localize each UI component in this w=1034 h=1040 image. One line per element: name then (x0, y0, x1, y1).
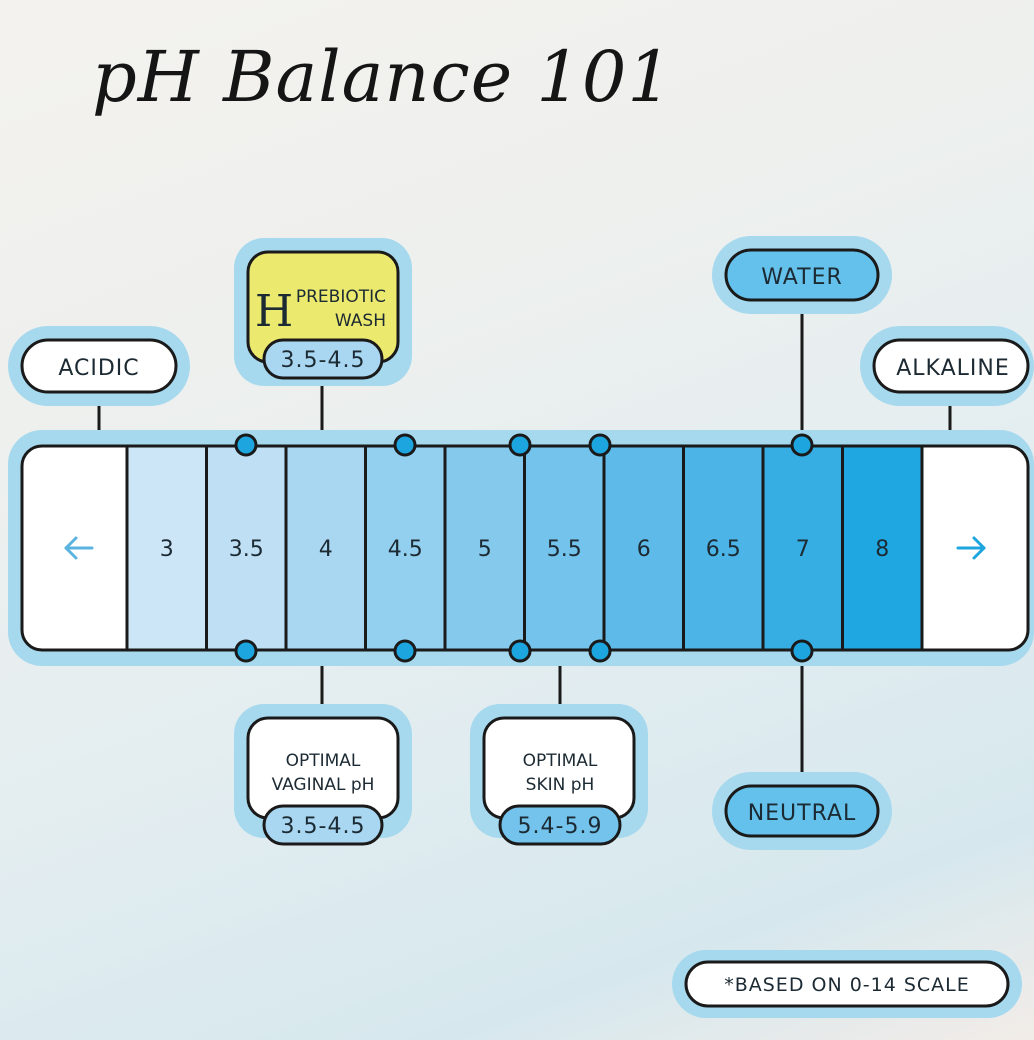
product-name-line1: PREBIOTIC (296, 287, 386, 307)
brand-logo-icon: H (255, 286, 293, 337)
marker-top-7 (790, 433, 814, 457)
acidic-label: ACIDIC (8, 326, 190, 406)
skin-range: 5.4-5.9 (518, 814, 603, 839)
scale-cell-label: 6.5 (706, 537, 741, 562)
scale-cell (443, 444, 526, 652)
marker-top-3-5 (234, 433, 258, 457)
arrow-left-icon (64, 536, 94, 560)
marker-top-5-4 (508, 433, 532, 457)
marker-top-4-5 (393, 433, 417, 457)
scale-cells: 3 3.5 4 4.5 5 5.5 6 6.5 7 8 (125, 444, 924, 652)
marker-bottom-7 (790, 639, 814, 663)
marker-top-5-9 (588, 433, 612, 457)
scale-cell (364, 444, 447, 652)
prebiotic-wash-callout: H PREBIOTIC WASH 3.5-4.5 (234, 238, 412, 386)
scale-cell (284, 444, 367, 652)
scale-cell-label: 7 (796, 537, 810, 562)
vaginal-range: 3.5-4.5 (281, 814, 366, 839)
scale-cell-label: 8 (875, 537, 889, 562)
scale-cell-label: 3.5 (229, 537, 264, 562)
product-range: 3.5-4.5 (281, 348, 366, 373)
marker-bottom-4-5 (393, 639, 417, 663)
neutral-text: NEUTRAL (748, 801, 857, 826)
scale-cell (602, 444, 685, 652)
scale-cell-label: 4 (319, 537, 333, 562)
scale-cell-label: 6 (637, 537, 651, 562)
optimal-skin-ph-callout: OPTIMAL SKIN pH 5.4-5.9 (470, 704, 648, 846)
scale-cell (682, 444, 765, 652)
optimal-vaginal-ph-callout: OPTIMAL VAGINAL pH 3.5-4.5 (234, 704, 412, 846)
alkaline-text: ALKALINE (896, 356, 1010, 381)
scale-cell (523, 444, 606, 652)
scale-cell-label: 3 (160, 537, 174, 562)
marker-bottom-5-9 (588, 639, 612, 663)
water-label: WATER (712, 236, 892, 314)
scale-cell-label: 4.5 (388, 537, 423, 562)
page-title: pH Balance 101 (92, 36, 673, 118)
range-markers (234, 433, 814, 663)
water-text: WATER (761, 265, 843, 290)
marker-bottom-5-4 (508, 639, 532, 663)
skin-line1: OPTIMAL (523, 751, 598, 771)
vaginal-line2: VAGINAL pH (272, 775, 375, 795)
scale-cell-label: 5 (478, 537, 492, 562)
alkaline-label: ALKALINE (860, 326, 1034, 406)
marker-bottom-3-5 (234, 639, 258, 663)
scale-cell (841, 444, 924, 652)
footnote: *BASED ON 0-14 SCALE (672, 950, 1022, 1018)
acidic-text: ACIDIC (58, 356, 139, 381)
neutral-label: NEUTRAL (712, 772, 892, 850)
arrow-right-icon (956, 536, 986, 560)
footnote-text: *BASED ON 0-14 SCALE (724, 974, 970, 996)
scale-cell-label: 5.5 (547, 537, 582, 562)
vaginal-line1: OPTIMAL (286, 751, 361, 771)
ph-scale-bar: 3 3.5 4 4.5 5 5.5 6 6.5 7 8 (8, 430, 1034, 666)
product-name-line2: WASH (335, 311, 386, 331)
skin-line2: SKIN pH (526, 775, 595, 795)
